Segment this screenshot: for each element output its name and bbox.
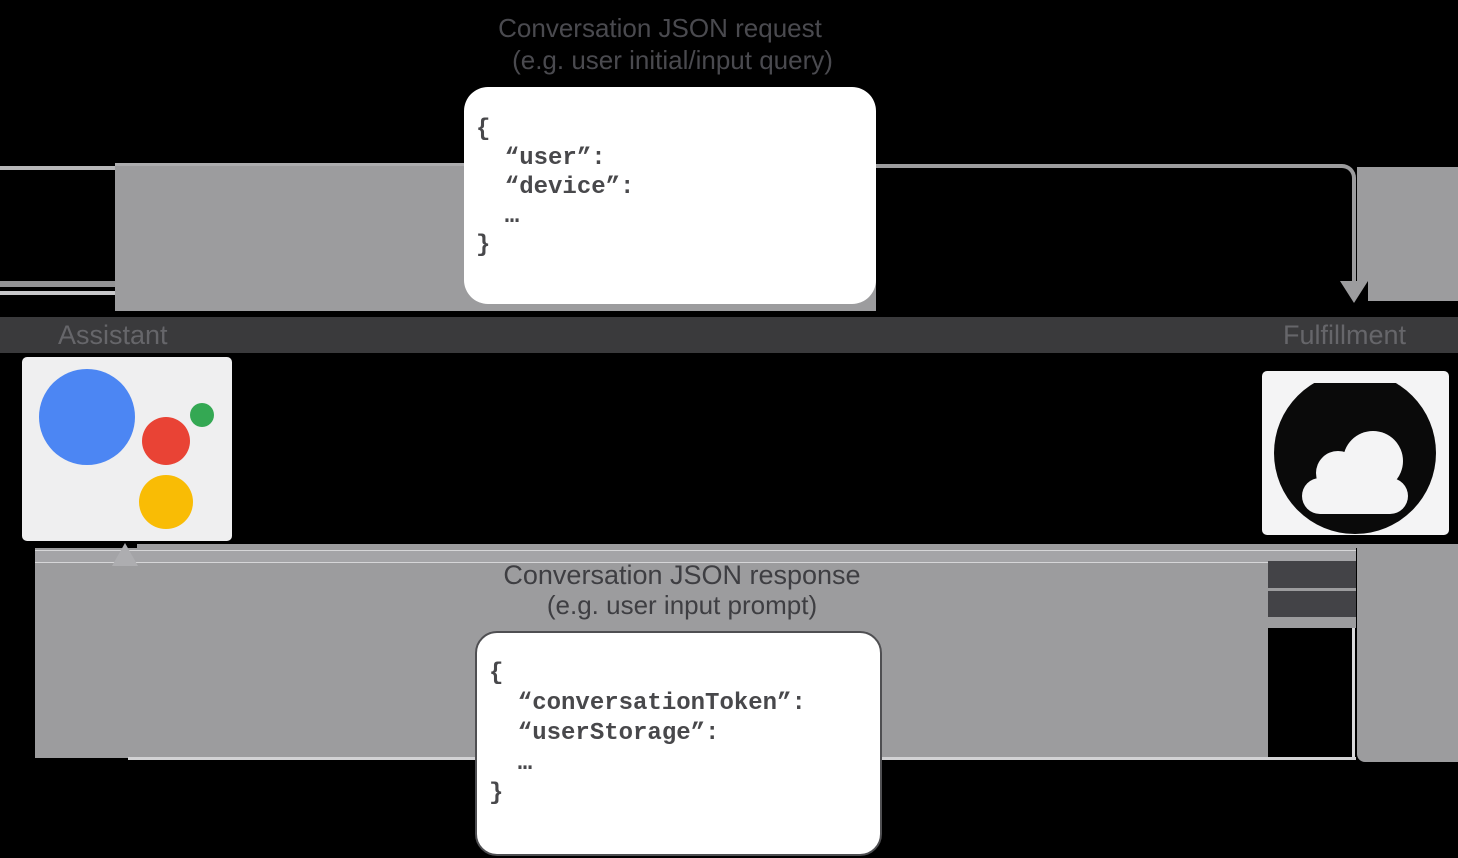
response-arrow-right-fill [1357, 548, 1458, 762]
request-arrowhead-icon [1340, 281, 1368, 303]
code-line: } [476, 232, 491, 259]
assistant-yellow-circle [139, 475, 193, 529]
assistant-tile [22, 357, 232, 541]
request-arrow-line [876, 164, 1342, 168]
code-line: { [476, 116, 491, 143]
code-line: … [489, 750, 533, 777]
request-title-line1: Conversation JSON request [498, 13, 822, 43]
request-arrow-corner [1338, 164, 1356, 184]
code-line: “userStorage”: [489, 720, 720, 747]
response-arrow-line [137, 544, 1458, 548]
lane-label-fulfillment: Fulfillment [1283, 320, 1407, 350]
request-arrow-stem [1352, 180, 1356, 282]
request-arrow-right-fill [1357, 167, 1458, 281]
response-title-line2: (e.g. user input prompt) [546, 590, 818, 620]
response-right-dark-band-1 [1268, 561, 1356, 588]
response-json-box: { “conversationToken”: “userStorage”: … … [475, 631, 882, 856]
request-json-code: { “user”: “device”: … } [464, 87, 876, 260]
left-remnant-line-mid [0, 281, 116, 287]
response-arrow-highlight-strip [35, 550, 1356, 563]
code-line: { [489, 660, 504, 687]
assistant-green-circle [190, 403, 214, 427]
fulfillment-tile [1262, 371, 1449, 535]
lane-label-assistant: Assistant [58, 320, 168, 350]
response-title-line1: Conversation JSON response [503, 560, 861, 590]
left-remnant-line-top [0, 166, 116, 170]
cloud-logo-icon [1274, 383, 1436, 534]
response-json-code: { “conversationToken”: “userStorage”: … … [477, 633, 880, 809]
request-title-line2: (e.g. user initial/input query) [512, 45, 833, 75]
code-line: “device”: [476, 174, 635, 201]
assistant-red-circle [142, 417, 190, 465]
assistant-blue-circle [39, 369, 135, 465]
response-arrowhead-icon [112, 543, 138, 566]
code-line: … [476, 203, 520, 230]
lane-band: Assistant Fulfillment [0, 317, 1458, 353]
response-right-dark-band-2 [1268, 591, 1356, 617]
response-right-cutout [1268, 628, 1356, 758]
code-line: “user”: [476, 145, 606, 172]
code-line: } [489, 780, 504, 807]
code-line: “conversationToken”: [489, 690, 806, 717]
left-remnant-line-bottom [0, 291, 116, 295]
response-right-cutout-line [1352, 628, 1355, 758]
request-json-box: { “user”: “device”: … } [464, 87, 876, 304]
request-arrow-right-fill-step [1368, 281, 1458, 301]
